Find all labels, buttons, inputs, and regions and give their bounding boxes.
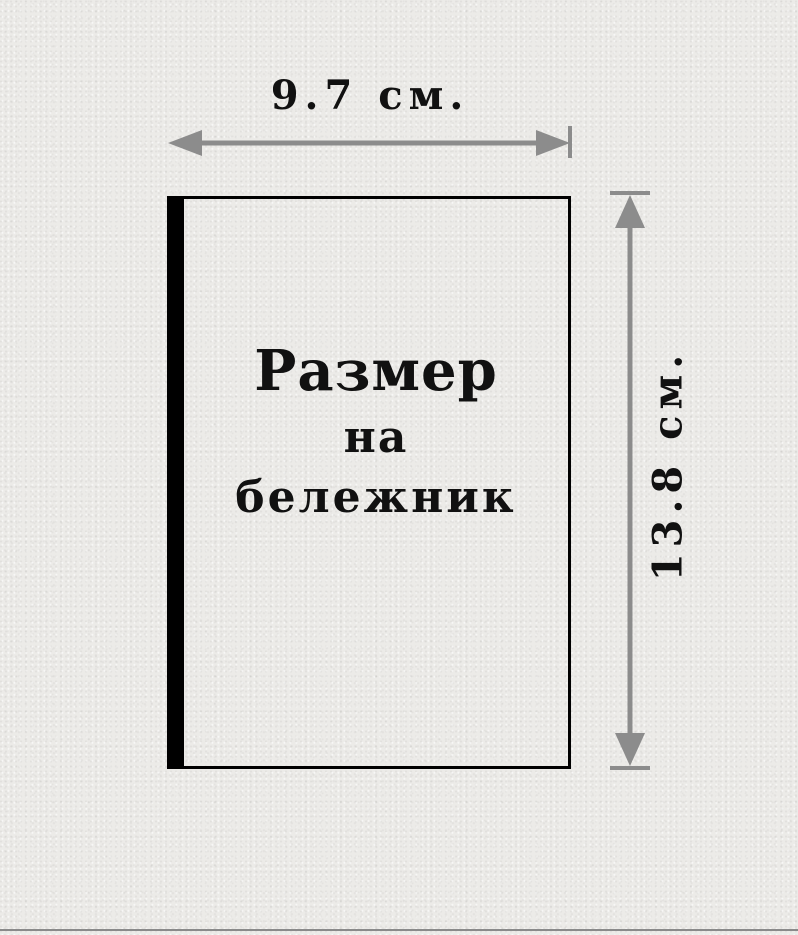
notebook-label-line-3: бележник <box>235 471 517 523</box>
width-arrow <box>168 126 572 158</box>
bottom-divider <box>0 929 798 931</box>
notebook-label: Размер на бележник <box>184 342 568 521</box>
height-dimension-label: 13.8 см. <box>644 348 692 582</box>
notebook-spine <box>167 196 184 769</box>
width-dimension-label: 9.7 см. <box>270 72 470 119</box>
notebook-label-line-2: на <box>343 411 409 463</box>
notebook-label-line-1: Размер <box>254 338 498 404</box>
